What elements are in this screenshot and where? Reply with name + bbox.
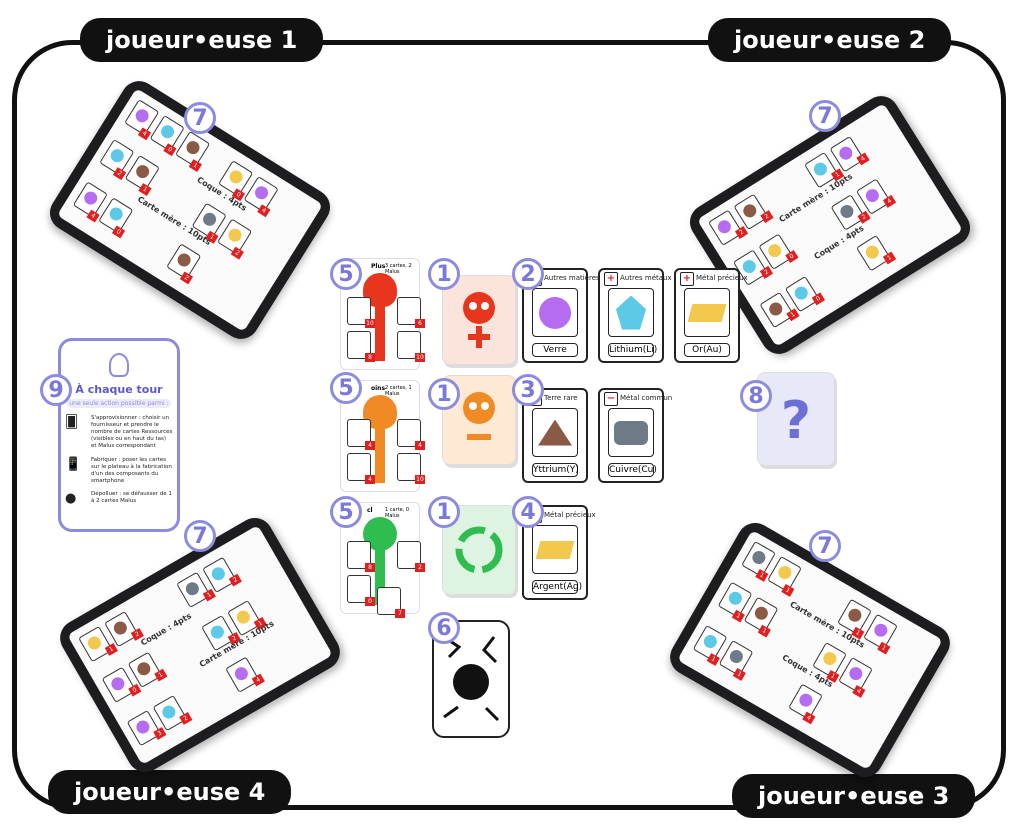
marker-1: 1	[428, 258, 460, 290]
marker-1: 1	[428, 378, 460, 410]
marker-7: 7	[809, 100, 841, 132]
skull-minus-icon	[463, 392, 495, 440]
recycle-icon	[455, 526, 503, 574]
marker-7: 7	[809, 530, 841, 562]
skull-plus-icon	[463, 292, 495, 348]
resource-card-lithium[interactable]: +Autres métaux Lithium(Li)	[598, 268, 672, 363]
phone-icon: 📱	[65, 457, 82, 472]
resource-card-cuivre[interactable]: −Métal commun Cuivre(Cu)	[598, 388, 672, 483]
marker-5: 5	[330, 258, 362, 290]
marker-2: 2	[512, 258, 544, 290]
marker-3: 3	[512, 374, 544, 406]
marker-1: 1	[428, 496, 460, 528]
marker-4: 4	[512, 496, 544, 528]
malus-deck-orange[interactable]	[442, 375, 516, 465]
bomb-icon: ●	[65, 491, 77, 506]
player-label-4: joueur•euse 4	[48, 770, 292, 814]
marker-7: 7	[184, 520, 216, 552]
game-table-border	[12, 40, 1006, 810]
cards-icon: 🂠	[65, 415, 79, 430]
player-label-1: joueur•euse 1	[80, 18, 324, 62]
rules-title: À chaque tour	[75, 383, 163, 396]
pollution-card[interactable]	[432, 620, 510, 738]
supplier-card-recycle[interactable]: cl 1 carte, 0 Malus 8 2 0 7	[340, 502, 425, 618]
player-label-2: joueur•euse 2	[708, 18, 952, 62]
polluted-earth-icon	[443, 635, 500, 722]
rules-subtitle: une seule action possible parmi :	[67, 399, 171, 408]
marker-7: 7	[184, 102, 216, 134]
supplier-card-plus[interactable]: Plus 3 cartes, 2 Malus 10 6 8 10	[340, 258, 425, 370]
malus-deck-red[interactable]	[442, 275, 516, 365]
player-label-3: joueur•euse 3	[732, 774, 976, 818]
resource-card-argent[interactable]: +Métal précieux Argent(Ag)	[522, 505, 596, 600]
marker-8: 8	[740, 380, 772, 412]
marker-9: 9	[40, 374, 72, 406]
marker-5: 5	[330, 372, 362, 404]
lightbulb-icon	[109, 353, 129, 377]
rules-card: À chaque tour une seule action possible …	[58, 338, 180, 532]
marker-5: 5	[330, 496, 362, 528]
resource-card-or[interactable]: +Métal précieux Or(Au)	[674, 268, 748, 363]
question-mark: ?	[780, 391, 812, 451]
marker-6: 6	[428, 612, 460, 644]
